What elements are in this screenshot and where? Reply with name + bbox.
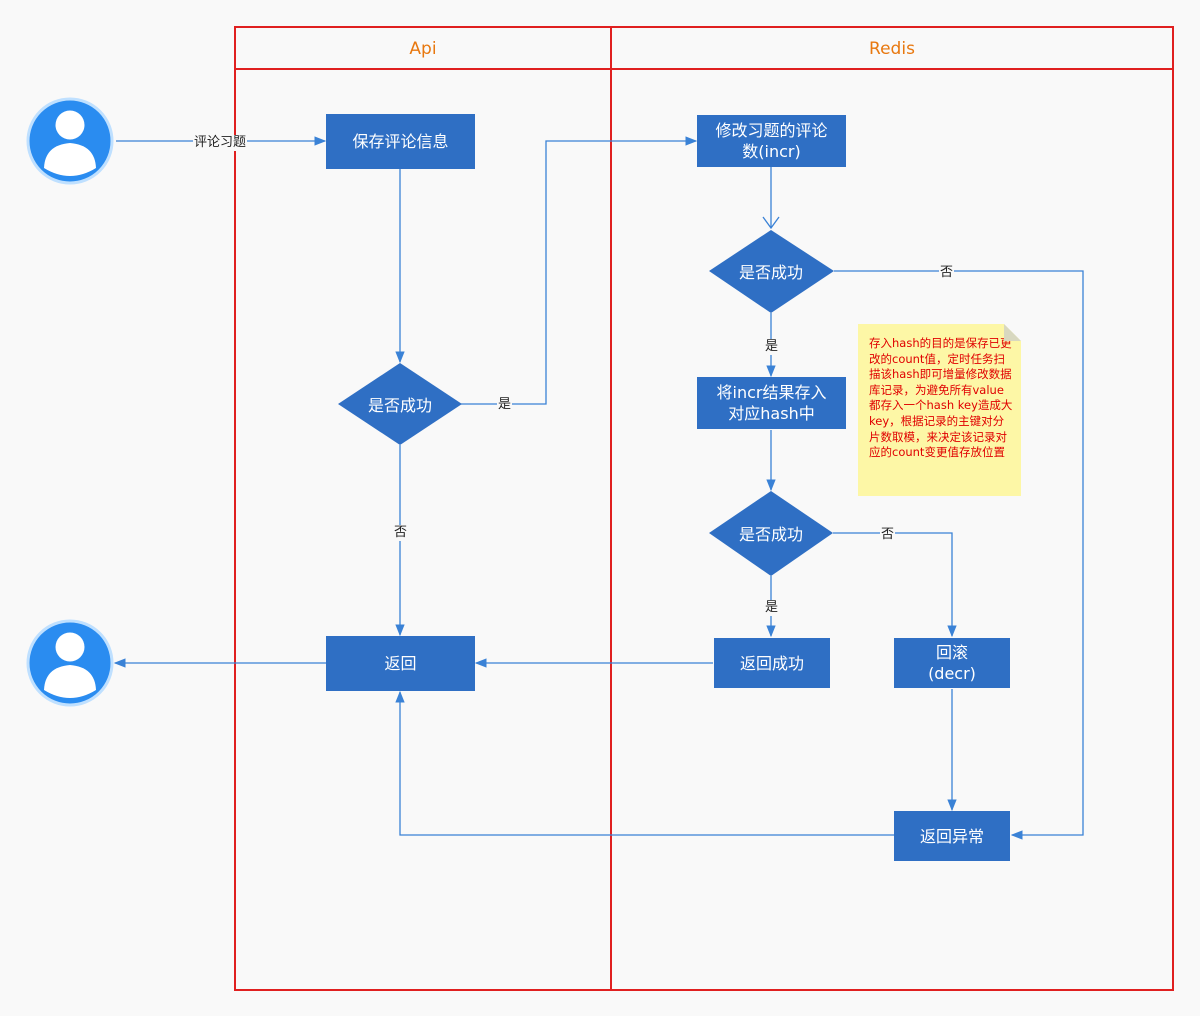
edge-label-comment-exercise: 评论习题 — [193, 135, 248, 151]
decision-label-api: 是否成功 — [367, 396, 432, 415]
edge-api-yes-to-incr — [461, 136, 698, 405]
node-save-comment: 保存评论信息 — [326, 114, 475, 169]
sticky-note: 存入hash的目的是保存已更改的count值，定时任务扫描该hash即可增量修改… — [858, 324, 1021, 496]
edge-incr-to-check-head — [762, 216, 780, 230]
user-icon — [26, 97, 114, 185]
edge-label-redis1-yes: 是 — [764, 339, 780, 355]
node-api-return: 返回 — [326, 636, 475, 691]
node-save-to-hash: 将incr结果存入 对应hash中 — [697, 377, 846, 429]
lane-title-redis: Redis — [869, 39, 915, 59]
decision-diamond-redis-1 — [709, 230, 834, 313]
decision-label-redis-1: 是否成功 — [738, 263, 803, 282]
edge-error-to-return — [395, 690, 894, 836]
lane-title-api: Api — [409, 39, 437, 59]
edge-label-api-no: 否 — [393, 525, 409, 541]
edge-label-redis2-no: 否 — [880, 527, 896, 543]
node-rollback: 回滚 (decr) — [894, 638, 1010, 688]
node-return-error: 返回异常 — [894, 811, 1010, 861]
node-return-success: 返回成功 — [714, 638, 830, 688]
edge-redis2-no-to-rollback — [833, 532, 957, 638]
edge-label-redis2-yes: 是 — [764, 600, 780, 616]
edge-label-api-yes: 是 — [497, 397, 513, 413]
swimlane-frame — [234, 26, 1174, 991]
user-icon — [26, 619, 114, 707]
node-incr-comment-count: 修改习题的评论 数(incr) — [697, 115, 846, 167]
decision-label-redis-2: 是否成功 — [738, 525, 803, 544]
pool-border — [234, 26, 1174, 991]
decision-diamond-api — [338, 363, 462, 445]
edge-redis1-no-to-error — [834, 270, 1084, 840]
note-fold-corner — [1004, 324, 1021, 341]
decision-diamond-redis-2 — [709, 491, 833, 576]
edge-label-redis1-no: 否 — [939, 265, 955, 281]
